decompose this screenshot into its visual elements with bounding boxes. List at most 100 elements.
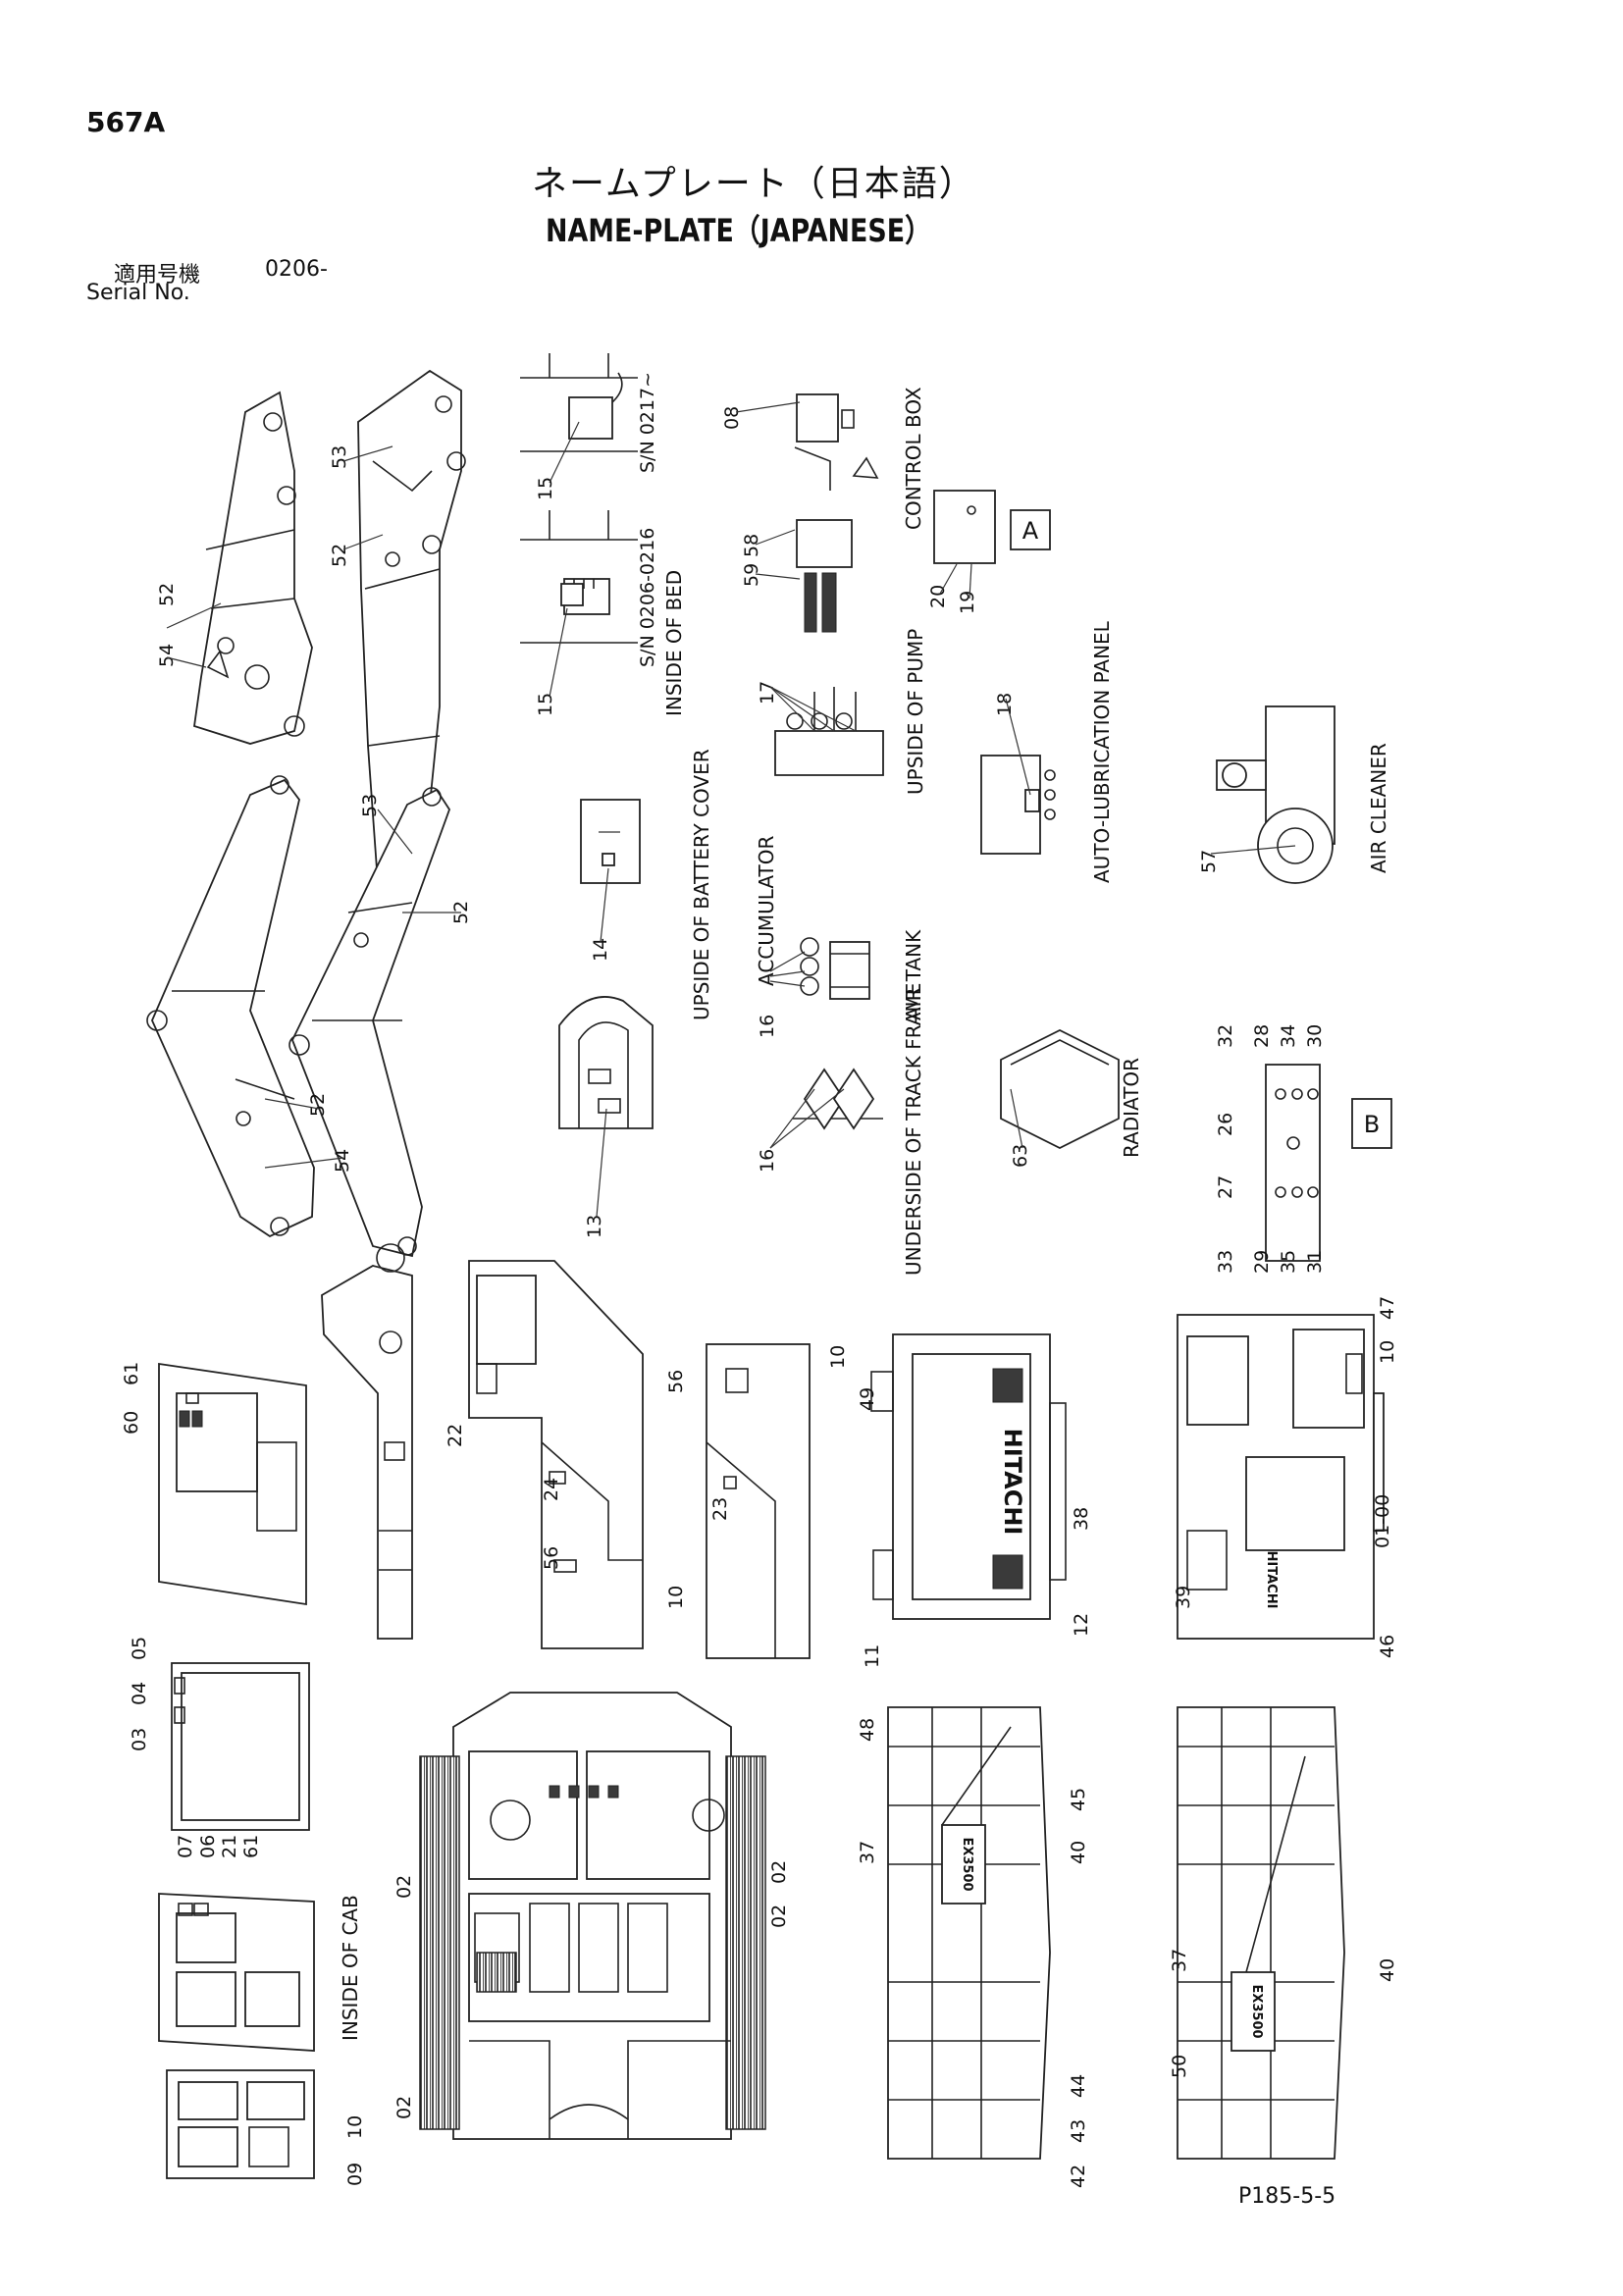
callout-54-a: 54 [156,644,178,667]
callout-59: 59 [741,563,762,587]
model-badge-left: EX3500 [1249,1984,1264,2038]
caption-sn-0217: S/N 0217~ [637,372,658,473]
callout-50: 50 [1169,2055,1190,2078]
callout-52-b: 52 [329,544,350,567]
page-reference: P185-5-5 [1238,2184,1336,2209]
callout-40-b: 40 [1377,1958,1398,1982]
serial-label-japanese: 適用号機 [114,263,201,287]
callout-10-counterweight: 10 [1377,1340,1398,1364]
callout-19: 19 [957,591,978,614]
callout-58: 58 [741,534,762,557]
callout-53-a: 53 [329,445,350,469]
track-frame-view [558,996,654,1129]
callout-01-00: 01-00 [1372,1494,1393,1548]
callout-32: 32 [1215,1024,1236,1048]
callout-48: 48 [857,1718,878,1742]
pump-upside-view [774,687,884,776]
callout-04: 04 [129,1682,150,1705]
callout-21: 21 [219,1835,240,1858]
callout-02-b: 02 [768,1860,790,1884]
hitachi-logo-engine: HITACHI [999,1429,1026,1536]
counterweight-rear-view [1177,1314,1385,1640]
machine-right-side-view [887,1706,1051,2160]
radiator-view [1000,1028,1120,1150]
callout-02-a: 02 [393,1875,415,1899]
caption-air-tank: AIR TANK [902,929,925,1020]
callout-02-d: 02 [393,2096,415,2119]
callout-31: 31 [1304,1250,1326,1274]
callout-05: 05 [129,1637,150,1660]
callout-52-a: 52 [156,583,178,606]
cab-side-door-view-lower [166,2069,315,2179]
part-callouts: 01-00 02 02 02 02 03 04 05 06 07 08 09 1… [121,406,1398,2188]
arm-side-view-left [193,391,313,745]
caption-inside-of-bed: INSIDE OF BED [662,570,686,716]
callout-27: 27 [1215,1175,1236,1199]
callout-15-b: 15 [535,477,556,500]
battery-cover-view [580,799,641,884]
callout-34: 34 [1278,1024,1299,1048]
rear-frame-side-view [321,1243,413,1640]
callout-10-frame-right: 10 [827,1345,849,1369]
callout-37-b: 37 [1169,1949,1190,1972]
callout-30: 30 [1304,1024,1326,1048]
callout-54-b: 54 [332,1149,353,1173]
callout-53-b: 53 [359,794,381,817]
callout-43: 43 [1068,2119,1089,2143]
title-english: NAME-PLATE（JAPANESE） [546,212,932,249]
control-box-view [794,393,996,633]
callout-61-a: 61 [121,1362,142,1385]
callout-56-a: 56 [665,1370,687,1393]
callout-09: 09 [344,2163,366,2186]
callout-23: 23 [709,1497,731,1521]
caption-sn-0206-0216: S/N 0206-0216 [637,528,658,667]
callout-11: 11 [862,1644,883,1668]
leader-lines [166,401,1296,1218]
callout-07: 07 [175,1835,196,1858]
detail-b-panel-view [1265,1064,1321,1262]
boom-side-view-right [288,787,450,1258]
callout-03: 03 [129,1728,150,1751]
hitachi-logo-counterweight: HITACHI [1264,1551,1279,1609]
caption-inside-of-cab: INSIDE OF CAB [339,1895,362,2041]
callout-61-b: 61 [240,1835,262,1858]
machine-top-view [419,1692,766,2140]
callout-35: 35 [1278,1250,1299,1274]
callout-22: 22 [445,1424,466,1447]
serial-range: 0206- [265,257,328,282]
callout-38: 38 [1071,1507,1092,1531]
callout-37-a: 37 [857,1841,878,1864]
cab-side-door-view-upper [158,1893,315,2052]
callout-16-a: 16 [757,1015,778,1038]
callout-49: 49 [857,1387,878,1411]
callout-15-a: 15 [535,693,556,716]
model-badge-right: EX3500 [960,1837,974,1891]
callout-29: 29 [1251,1250,1273,1274]
callout-60: 60 [121,1411,142,1435]
air-tank-view [829,941,870,1000]
callout-63: 63 [1010,1144,1031,1168]
callout-08: 08 [721,406,743,430]
caption-upside-of-pump: UPSIDE OF PUMP [904,629,927,795]
caption-control-box: CONTROL BOX [902,387,925,530]
detail-box-a [1010,509,1051,550]
caption-air-cleaner: AIR CLEANER [1367,743,1390,873]
auto-lubrication-panel-view [980,755,1056,855]
callout-16-b: 16 [757,1149,778,1173]
callout-26: 26 [1215,1113,1236,1136]
callout-02-c: 02 [768,1905,790,1928]
serial-label-english: Serial No. [86,281,190,305]
cab-rear-window-view [158,1362,307,1606]
inside-of-bed-view-0217 [520,353,638,452]
callout-18: 18 [994,693,1016,716]
callout-12: 12 [1071,1613,1092,1637]
caption-auto-lubrication-panel: AUTO-LUBRICATION PANEL [1090,620,1114,883]
caption-accumulator: ACCUMULATOR [755,836,778,986]
callout-10-cab: 10 [344,2115,366,2139]
caption-radiator: RADIATOR [1120,1058,1143,1158]
caption-underside-track-frame: UNDERSIDE OF TRACK FRAME [902,983,925,1276]
callout-28: 28 [1251,1024,1273,1048]
inside-of-bed-view-0206-0216 [520,510,638,644]
engine-side-view [870,1333,1067,1620]
machine-left-side-view [1177,1706,1345,2160]
